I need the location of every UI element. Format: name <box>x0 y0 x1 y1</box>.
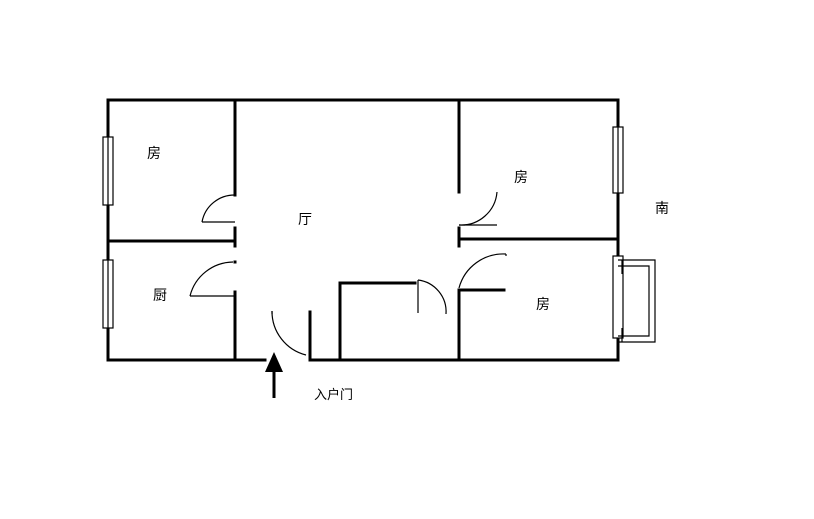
door-bedroom-top-right <box>458 191 498 226</box>
interior-walls <box>106 98 620 362</box>
orientation-label: 南 <box>655 201 669 217</box>
room-label-bedroom-top-left: 房 <box>147 146 161 162</box>
door-bathroom <box>417 279 447 315</box>
door-bedroom-top-left <box>201 194 236 223</box>
room-label-bedroom-bottom-right: 房 <box>536 297 550 313</box>
door-entrance <box>271 310 307 356</box>
room-label-kitchen: 厨 <box>153 288 167 304</box>
outer-walls <box>106 98 620 362</box>
bay-window <box>618 259 656 343</box>
doors <box>189 191 507 356</box>
window-bedroom-bottom-right <box>612 255 624 339</box>
entrance-arrow-icon <box>265 352 283 398</box>
room-label-bedroom-top-right: 房 <box>514 170 528 186</box>
door-kitchen <box>189 261 234 297</box>
entrance-label: 入户门 <box>314 387 353 403</box>
windows <box>102 126 624 339</box>
room-label-living-room: 厅 <box>298 212 312 228</box>
door-bedroom-bottom-right <box>458 253 507 289</box>
